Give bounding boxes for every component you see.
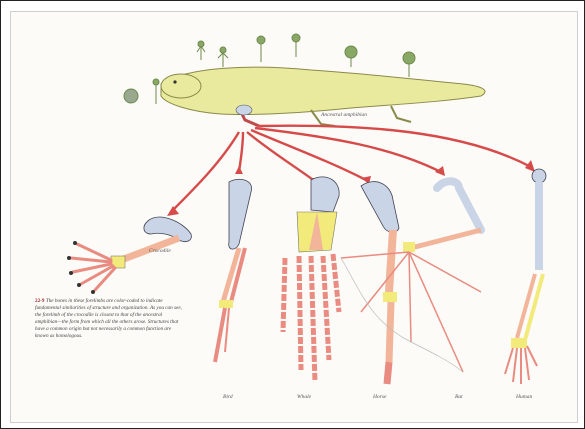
bat-forelimb <box>341 181 481 372</box>
figure-caption: 22-9 The bones in these forelimbs are co… <box>35 298 183 340</box>
arrowheads <box>167 160 535 216</box>
caption-number: 22-9 <box>35 298 45 304</box>
label-horse: Horse <box>373 394 386 400</box>
homology-diagram <box>11 12 577 422</box>
whale-forelimb <box>283 177 339 382</box>
caption-text: The bones in these forelimbs are color-c… <box>35 298 182 339</box>
crocodile-forelimb <box>67 217 191 294</box>
ancestor-label: Ancestral amphibian <box>321 112 367 118</box>
label-whale: Whale <box>297 394 311 400</box>
label-crocodile: Crocodile <box>149 248 171 254</box>
bird-forelimb <box>215 179 252 362</box>
label-human: Human <box>516 394 532 400</box>
label-bird: Bird <box>223 394 233 400</box>
textbook-page: Ancestral amphibian Crocodile Bird Whale… <box>10 11 578 423</box>
horse-forelimb <box>361 182 399 384</box>
label-bat: Bat <box>455 394 463 400</box>
human-forelimb <box>505 169 546 384</box>
evolution-arrows <box>171 126 531 212</box>
